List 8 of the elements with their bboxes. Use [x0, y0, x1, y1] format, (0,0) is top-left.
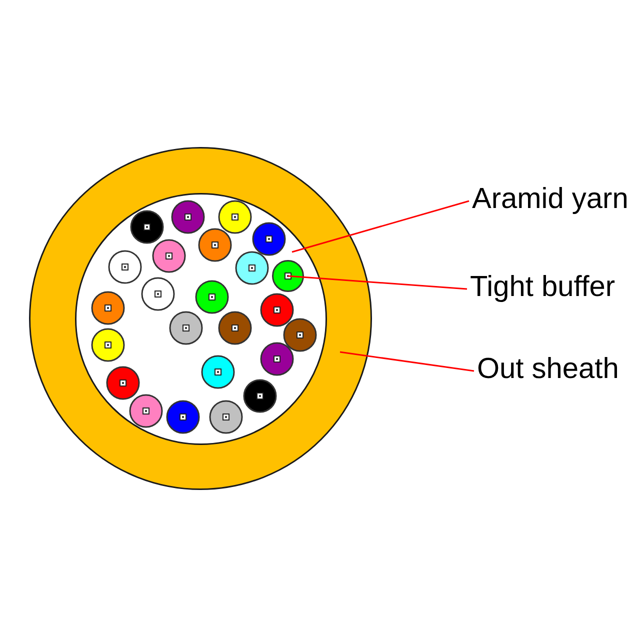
cable-sheath-ring: [29, 147, 372, 490]
callout-label: Out sheath: [477, 352, 619, 386]
callout-label: Tight buffer: [470, 270, 616, 304]
callout-label: Aramid yarn: [472, 182, 628, 216]
cable-interior: [75, 193, 327, 445]
leader-line: [340, 351, 474, 372]
tight-buffer-fiber: [272, 260, 304, 292]
leader-line: [292, 200, 470, 253]
